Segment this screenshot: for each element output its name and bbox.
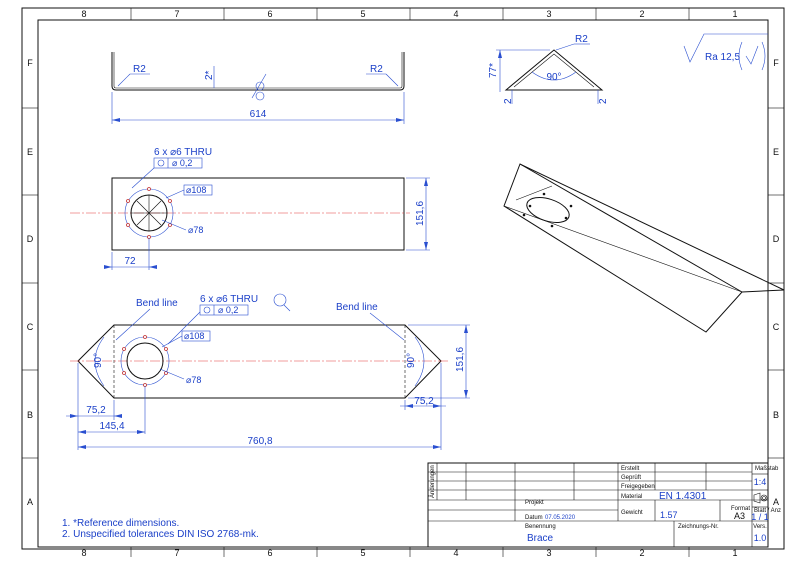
tb-gewicht: 1.57 [660,510,678,520]
top-view: 6 x ⌀6 THRU ⌀ 0,2 ⌀108 ⌀78 72 151,6 [70,147,430,270]
col-label-top: 7 [174,9,179,19]
section-view: R2 77* 90° 2 2 [488,34,609,104]
title-block: Änderungen Erstellt Geprüft Freigegeben … [427,462,781,548]
tb-gewicht-label: Gewicht [621,510,643,516]
position-tolerance-icon [203,306,211,314]
flat-tip-left: 75,2 [86,405,106,416]
col-label-top: 3 [546,9,551,19]
top-bolt-circle: ⌀108 [186,185,206,195]
col-label-top: 2 [639,9,644,19]
col-label-bottom: 7 [174,548,179,558]
row-label-left: D [27,234,34,244]
top-offset: 72 [124,256,136,267]
row-label-left: B [27,410,33,420]
flat-hole-callout: 6 x ⌀6 THRU [200,294,258,305]
projection-symbol-icon [251,73,267,101]
tb-datum-label: Datum [525,515,543,521]
top-width: 151,6 [415,201,426,226]
tb-massstab-label: Maßstab [755,466,779,472]
flat-bore: ⌀78 [186,375,201,385]
tb-blatt: 1 / 1 [751,512,769,522]
flat-bolt-circle: ⌀108 [184,331,204,341]
col-label-bottom: 5 [360,548,365,558]
surface-roughness: Ra 12,5 [705,52,740,63]
col-label-top: 4 [453,9,458,19]
section-leg-left: 2 [503,98,514,104]
drawing-frame: 8 7 6 5 4 3 2 1 8 7 6 5 4 3 2 1 F E D C … [21,7,785,558]
col-label-bottom: 3 [546,548,551,558]
tb-zeichnungsnr-label: Zeichnungs-Nr. [678,524,719,530]
isometric-view [503,163,785,333]
flat-center: 145,4 [99,421,124,432]
note-2: 2. Unspecified tolerances DIN ISO 2768-m… [62,529,259,540]
top-position-tol: ⌀ 0,2 [172,158,192,168]
rotation-icon [273,293,291,312]
row-label-right: F [773,58,779,68]
row-label-right: B [773,410,779,420]
section-radius: R2 [575,34,588,45]
row-label-right: C [773,322,780,332]
tb-material-label: Material [621,494,642,500]
tb-datum: 07.05.2020 [545,515,576,521]
tb-erstellt: Erstellt [621,466,640,472]
row-label-right: E [773,147,779,157]
flat-angle-right: 90° [406,353,417,368]
tb-vers: 1.0 [754,533,767,543]
side-offset: 2* [204,70,215,80]
side-radius-right: R2 [370,64,383,75]
row-label-right: D [773,234,780,244]
check-icon [738,41,766,71]
flat-width: 151,6 [455,347,466,372]
tb-benennung-label: Benennung [525,524,556,530]
top-hole-callout: 6 x ⌀6 THRU [154,147,212,158]
tb-aenderungen: Änderungen [429,465,436,498]
col-label-bottom: 2 [639,548,644,558]
col-label-top: 6 [267,9,272,19]
tb-freigegeben: Freigegeben [621,484,655,490]
side-view: R2 R2 2* 614 [111,52,405,124]
flat-tip-right: 75,2 [414,396,434,407]
col-label-bottom: 1 [732,548,737,558]
section-leg-right: 2 [598,98,609,104]
row-label-left: C [27,322,34,332]
surface-finish-symbol: Ra 12,5 [683,33,768,71]
tb-blatt-label: Blatt / Anz [754,508,781,514]
col-label-bottom: 6 [267,548,272,558]
col-label-bottom: 8 [81,548,86,558]
note-1: 1. *Reference dimensions. [62,518,179,529]
tb-geprueft: Geprüft [621,475,641,481]
col-label-top: 8 [81,9,86,19]
section-height: 77* [488,63,499,78]
tb-projekt-label: Projekt [525,500,544,506]
tb-format-label: Format [731,506,750,512]
tb-format: A3 [734,511,745,521]
col-label-top: 5 [360,9,365,19]
tb-material: EN 1.4301 [659,491,707,502]
col-label-bottom: 4 [453,548,458,558]
notes: 1. *Reference dimensions. 2. Unspecified… [62,518,259,540]
tb-vers-label: Vers. [753,524,767,530]
flat-position-tol: ⌀ 0,2 [218,305,238,315]
projection-method-icon [753,492,768,504]
row-label-left: E [27,147,33,157]
flat-bend-right: Bend line [336,302,378,313]
row-label-right: A [773,497,779,507]
tb-benennung: Brace [527,533,554,544]
top-bore: ⌀78 [188,225,203,235]
flat-bend-left: Bend line [136,298,178,309]
position-tolerance-icon [157,159,165,167]
flat-pattern-view: Bend line Bend line 6 x ⌀6 THRU ⌀ 0,2 ⌀1… [66,293,470,450]
col-label-top: 1 [732,9,737,19]
flat-angle-left: 90° [93,353,104,368]
row-label-left: F [27,58,33,68]
side-length: 614 [250,109,267,120]
row-label-left: A [27,497,33,507]
side-radius-left: R2 [133,64,146,75]
section-angle: 90° [546,72,561,83]
flat-total: 760,8 [247,436,272,447]
tb-massstab: 1:4 [754,477,767,487]
